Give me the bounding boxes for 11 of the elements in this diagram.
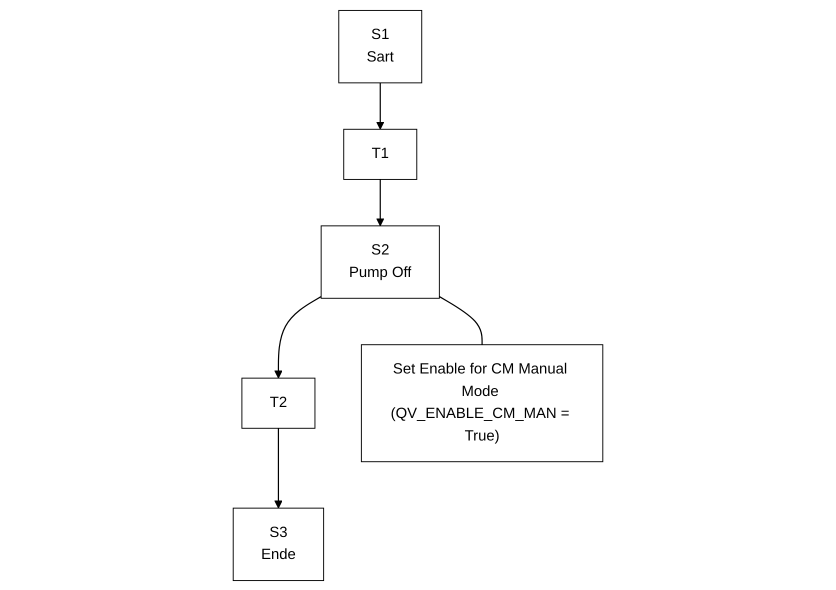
node-box: S3 Ende (232, 507, 324, 581)
node-box: S1 Sart (338, 9, 422, 83)
arrow (376, 178, 384, 226)
node-box: T1 (343, 128, 418, 180)
arrow (376, 82, 384, 130)
node-box: Set Enable for CM Manual Mode (QV_ENABLE_CM_MAN = True) (360, 344, 604, 462)
node-box: T2 (241, 377, 316, 428)
node-box: S2 Pump Off (320, 224, 440, 298)
connector (439, 296, 483, 344)
arrow (274, 428, 282, 508)
arrow (274, 296, 322, 378)
